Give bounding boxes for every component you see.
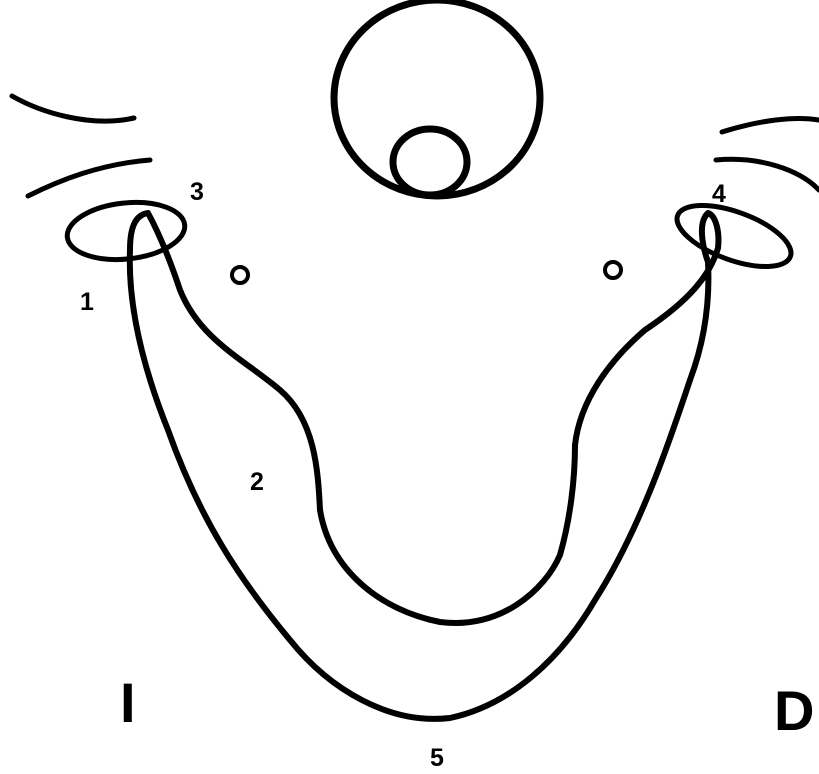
right-side-label: D [774,679,814,742]
label-3: 3 [190,178,204,206]
label-5: 5 [430,744,444,772]
left-lower-arc [28,160,150,196]
label-1: 1 [80,288,94,316]
right-upper-arc [722,119,819,133]
right-condyle [669,193,798,279]
left-small-dot [232,267,248,283]
left-upper-arc [12,96,134,121]
outer-circle [334,0,540,196]
mandible-outline [130,213,719,719]
label-2: 2 [250,468,264,496]
right-lower-arc [716,159,819,190]
label-4: 4 [712,180,726,208]
right-small-dot [605,262,621,278]
inner-circle [393,129,467,195]
left-side-label: I [120,671,136,734]
